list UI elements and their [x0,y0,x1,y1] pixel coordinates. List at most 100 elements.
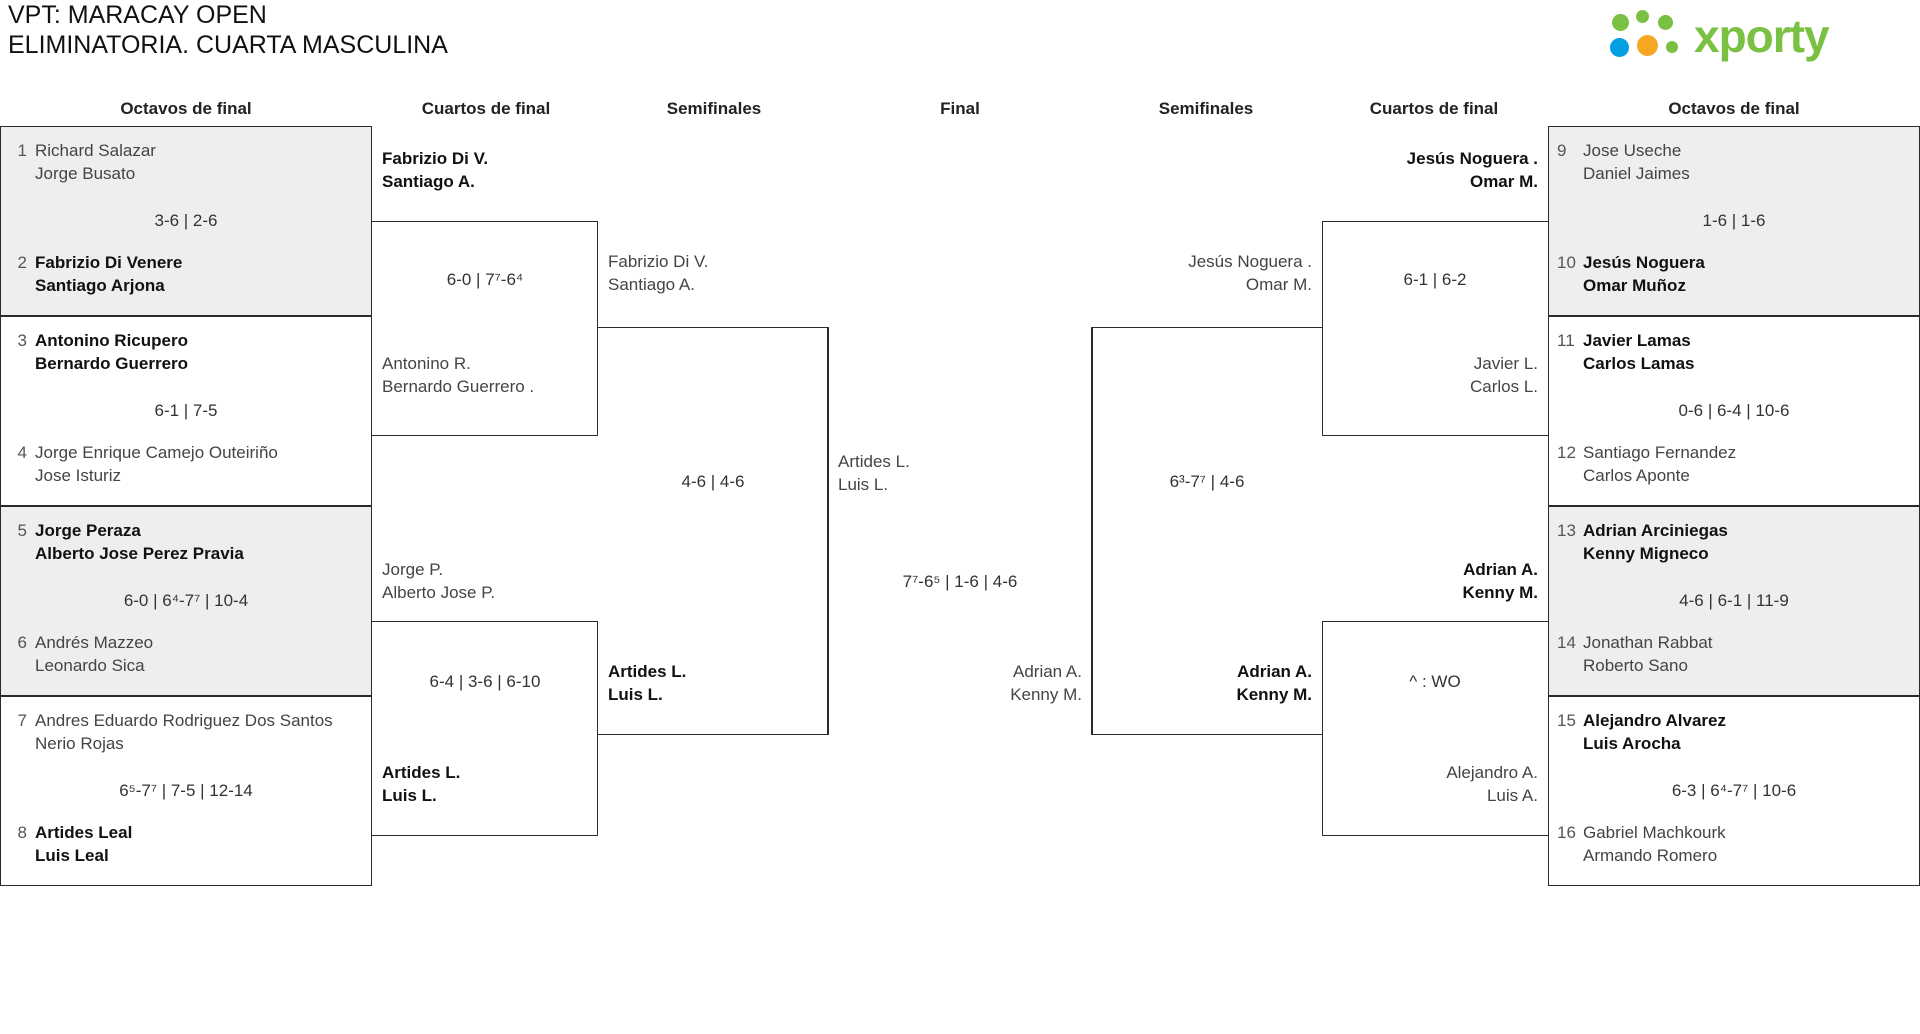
seed-number: 15 [1557,711,1576,730]
team-slot[interactable]: 13 Adrian Arciniegas Kenny Migneco [1549,519,1728,565]
player-1: Adrian Arciniegas [1583,521,1728,540]
match-score: 3-6 | 2-6 [154,211,218,230]
player-1: Adrian A. [1463,560,1538,579]
finalist-top: Artides L. Luis L. [838,450,910,496]
team-slot[interactable]: 8 Artides Leal Luis Leal [1,821,133,867]
match-box-left-r16-2[interactable]: 3 Antonino Ricupero Bernardo Guerrero 6-… [0,316,372,506]
team-slot[interactable]: 5 Jorge Peraza Alberto Jose Perez Pravia [1,519,244,565]
logo-dot-blue [1610,38,1629,57]
player-2: Alberto Jose P. [382,583,496,602]
player-2: Luis Leal [35,846,109,865]
team-slot[interactable]: 7 Andres Eduardo Rodriguez Dos Santos Ne… [1,709,333,755]
connector-right-qf-1 [1322,221,1548,436]
player-1: Javier Lamas [1583,331,1691,350]
player-2: Luis L. [382,786,437,805]
player-1: Richard Salazar [35,141,156,160]
team-slot[interactable]: 14 Jonathan Rabbat Roberto Sano [1549,631,1713,677]
seed-number: 2 [17,253,27,272]
player-1: Santiago Fernandez [1583,443,1737,462]
team-slot[interactable]: 12 Santiago Fernandez Carlos Aponte [1549,441,1736,487]
team-slot[interactable]: 11 Javier Lamas Carlos Lamas [1549,329,1695,375]
match-score-left-qf-2: 6-4 | 3-6 | 6-10 [429,672,541,691]
match-box-right-r16-4[interactable]: 15 Alejandro Alvarez Luis Arocha 6-3 | 6… [1548,696,1920,886]
player-1: Jose Useche [1583,141,1682,160]
match-score: 1-6 | 1-6 [1702,211,1766,230]
player-1: Andrés Mazzeo [35,633,154,652]
advancing-team-right-qf-2-top: Adrian A. Kenny M. [1322,558,1538,604]
logo-wordmark: xporty [1694,10,1830,62]
player-2: Luis L. [838,475,889,494]
seed-number: 1 [17,141,27,160]
player-1: Antonino R. [382,354,471,373]
match-box-left-r16-3[interactable]: 5 Jorge Peraza Alberto Jose Perez Pravia… [0,506,372,696]
logo-dot-green-3 [1658,15,1673,30]
team-slot[interactable]: 10 Jesús Noguera Omar Muñoz [1549,251,1705,297]
player-1: Antonino Ricupero [35,331,188,350]
match-box-right-r16-3[interactable]: 13 Adrian Arciniegas Kenny Migneco 4-6 |… [1548,506,1920,696]
player-1: Alejandro Alvarez [1583,711,1726,730]
seed-number: 9 [1557,141,1567,160]
team-slot[interactable]: 16 Gabriel Machkourk Armando Romero [1549,821,1726,867]
player-2: Carlos Aponte [1583,466,1690,485]
team-names: Santiago Fernandez Carlos Aponte [1583,441,1736,487]
team-slot[interactable]: 15 Alejandro Alvarez Luis Arocha [1549,709,1726,755]
seed-number: 8 [17,823,27,842]
advancing-team-left-qf-2-top: Jorge P. Alberto Jose P. [382,558,495,604]
player-2: Carlos Lamas [1583,354,1695,373]
player-2: Roberto Sano [1583,656,1688,675]
round-label-right-r16: Octavos de final [1668,99,1800,118]
player-2: Jose Isturiz [35,466,121,485]
player-1: Jesús Noguera [1583,253,1705,272]
logo-dot-green-1 [1612,14,1629,31]
logo-dot-green-2 [1636,10,1649,23]
player-2: Leonardo Sica [35,656,145,675]
team-slot[interactable]: 4 Jorge Enrique Camejo Outeiriño Jose Is… [1,441,278,487]
logo-dot-orange [1637,35,1658,56]
seed-number: 16 [1557,823,1576,842]
player-1: Fabrizio Di V. [382,149,489,168]
team-names: Andres Eduardo Rodriguez Dos Santos Neri… [35,709,333,755]
player-2: Kenny M. [1010,685,1082,704]
team-slot[interactable]: 2 Fabrizio Di Venere Santiago Arjona [1,251,183,297]
seed-number: 7 [17,711,27,730]
match-score: 6⁵-7⁷ | 7-5 | 12-14 [119,781,253,800]
team-names: Jorge Peraza Alberto Jose Perez Pravia [35,519,244,565]
match-score-final: 7⁷-6⁵ | 1-6 | 4-6 [902,572,1018,591]
player-1: Artides L. [838,452,910,471]
player-1: Jorge P. [382,560,444,579]
team-names: Jorge Enrique Camejo Outeiriño Jose Istu… [35,441,278,487]
player-2: Santiago Arjona [35,276,165,295]
player-2: Kenny Migneco [1583,544,1709,563]
match-box-right-r16-2[interactable]: 11 Javier Lamas Carlos Lamas 0-6 | 6-4 |… [1548,316,1920,506]
seed-number: 4 [17,443,27,462]
connector-right-sf [1092,327,1322,735]
advancing-team-right-sf-bottom: Adrian A. Kenny M. [1092,660,1312,706]
seed-number: 13 [1557,521,1576,540]
team-slot[interactable]: 6 Andrés Mazzeo Leonardo Sica [1,631,154,677]
match-score: 6-1 | 7-5 [154,401,218,420]
team-slot[interactable]: 3 Antonino Ricupero Bernardo Guerrero [1,329,189,375]
connector-right-qf-2 [1322,621,1548,836]
match-box-left-r16-1[interactable]: 1 Richard Salazar Jorge Busato 3-6 | 2-6… [0,126,372,316]
player-1: Alejandro A. [1446,763,1538,782]
match-score-right-sf: 6³-7⁷ | 4-6 [1169,472,1245,491]
player-1: Gabriel Machkourk [1583,823,1726,842]
seed-number: 10 [1557,253,1576,272]
player-1: Jorge Enrique Camejo Outeiriño [35,443,278,462]
team-slot[interactable]: 1 Richard Salazar Jorge Busato [1,139,156,185]
match-box-right-r16-1[interactable]: 9 Jose Useche Daniel Jaimes 1-6 | 1-6 10… [1548,126,1920,316]
title-line-2: ELIMINATORIA. CUARTA MASCULINA [8,31,448,59]
player-2: Nerio Rojas [35,734,124,753]
connector-final-left [828,327,829,735]
connector-left-qf-1 [372,221,598,436]
team-slot[interactable]: 9 Jose Useche Daniel Jaimes [1549,139,1690,185]
player-1: Artides L. [382,763,461,782]
round-label-final: Final [940,99,980,118]
finalist-bottom: Adrian A. Kenny M. [828,660,1082,706]
team-names: Artides Leal Luis Leal [35,821,132,867]
player-2: Santiago A. [608,275,695,294]
player-2: Bernardo Guerrero . [382,377,535,396]
player-1: Artides L. [608,662,687,681]
player-2: Carlos L. [1469,377,1538,396]
match-box-left-r16-4[interactable]: 7 Andres Eduardo Rodriguez Dos Santos Ne… [0,696,372,886]
